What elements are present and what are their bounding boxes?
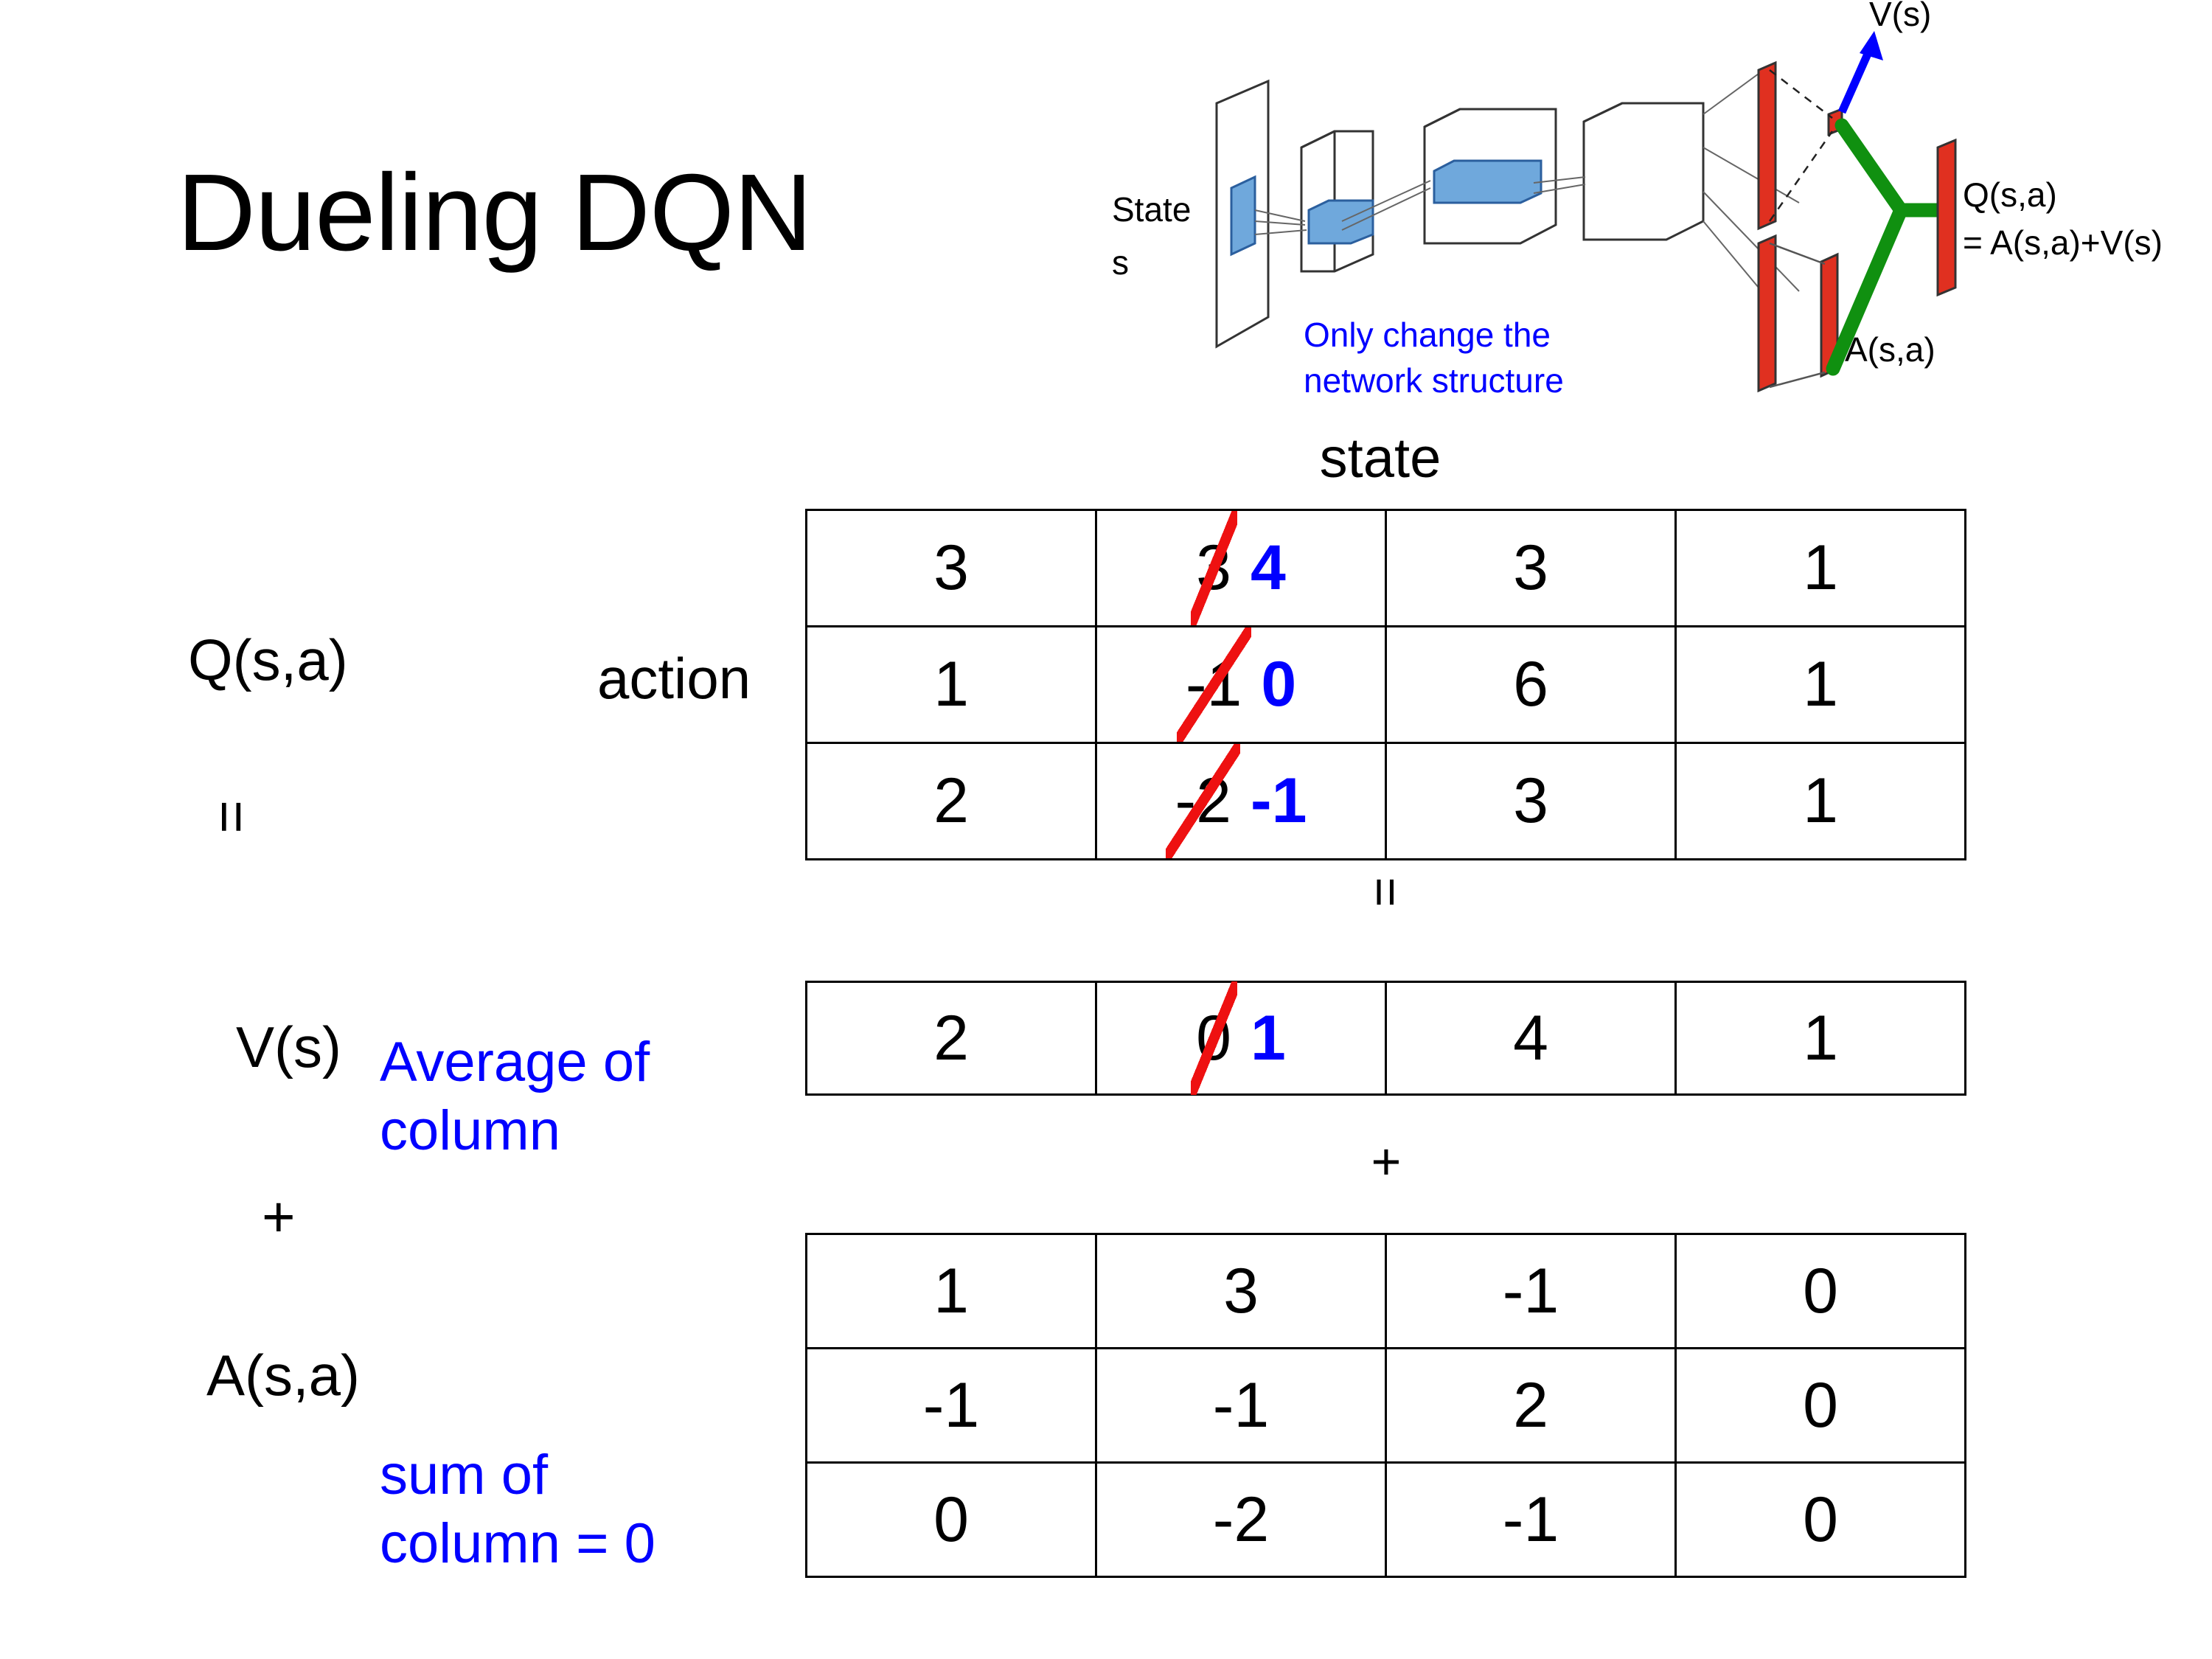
table-cell: 0 bbox=[1674, 1461, 1966, 1578]
struck-out-value: -2 bbox=[1166, 744, 1241, 858]
table-cell: 6 bbox=[1385, 625, 1677, 744]
equals-sign-2: = bbox=[1357, 877, 1415, 908]
table-cell: -2-1 bbox=[1095, 742, 1387, 860]
table-cell: -1 bbox=[1095, 1347, 1387, 1464]
struck-out-value: -1 bbox=[1176, 627, 1252, 742]
diagram-state-label-2: s bbox=[1112, 243, 1129, 282]
table-cell: -2 bbox=[1095, 1461, 1387, 1578]
table-cell: 1 bbox=[1674, 742, 1966, 860]
table-cell: -1 bbox=[1385, 1461, 1677, 1578]
plus-sign-1: + bbox=[262, 1184, 296, 1249]
table-cell: 1 bbox=[1674, 625, 1966, 744]
page-title: Dueling DQN bbox=[177, 152, 813, 274]
corrected-value: 1 bbox=[1251, 1002, 1286, 1074]
table-cell: 3 bbox=[805, 509, 1097, 627]
table-cell: 1 bbox=[1674, 981, 1966, 1096]
q-function-label: Q(s,a) bbox=[188, 627, 348, 692]
edited-cell: -2-1 bbox=[1166, 744, 1307, 858]
struck-out-value: 3 bbox=[1190, 511, 1237, 625]
note-sum-of-column: sum of column = 0 bbox=[380, 1444, 655, 1575]
equals-sign-1: = bbox=[200, 800, 265, 834]
table-cell: 2 bbox=[805, 742, 1097, 860]
table-cell: 2 bbox=[1385, 1347, 1677, 1464]
a-function-label: A(s,a) bbox=[206, 1343, 361, 1408]
corrected-value: -1 bbox=[1251, 765, 1307, 836]
table-cell: 1 bbox=[1674, 509, 1966, 627]
table-cell: 1 bbox=[805, 1233, 1097, 1349]
table-cell: 0 bbox=[805, 1461, 1097, 1578]
table-cell: 3 bbox=[1385, 742, 1677, 860]
table-cell: 3 bbox=[1095, 1233, 1387, 1349]
table-cell: 0 bbox=[1674, 1347, 1966, 1464]
diagram-asa-label: A(s,a) bbox=[1845, 330, 1935, 369]
table-cell: 1 bbox=[805, 625, 1097, 744]
diagram-qsa-label-1: Q(s,a) bbox=[1963, 175, 2057, 214]
diagram-note-line1: Only change the bbox=[1304, 316, 1551, 354]
dueling-network-diagram: V(s) A(s,a) Q(s,a) = A(s,a)+V(s) State s… bbox=[1091, 0, 2212, 406]
table-cell: -1 bbox=[805, 1347, 1097, 1464]
corrected-value: 0 bbox=[1261, 649, 1297, 720]
diagram-state-label-1: State bbox=[1112, 190, 1191, 229]
diagram-qsa-label-2: = A(s,a)+V(s) bbox=[1963, 223, 2163, 262]
struck-out-value: 0 bbox=[1190, 981, 1237, 1096]
state-axis-label: state bbox=[1319, 427, 1441, 490]
plus-sign-2: + bbox=[1371, 1133, 1402, 1190]
v-function-label: V(s) bbox=[236, 1015, 341, 1079]
corrected-value: 4 bbox=[1251, 532, 1286, 603]
table-cell: 0 bbox=[1674, 1233, 1966, 1349]
table-cell: 2 bbox=[805, 981, 1097, 1096]
note-average-of-column: Average of column bbox=[380, 1031, 650, 1162]
diagram-note-line2: network structure bbox=[1304, 361, 1564, 400]
table-cell: 4 bbox=[1385, 981, 1677, 1096]
action-axis-label: action bbox=[597, 646, 751, 711]
table-cell: 3 bbox=[1385, 509, 1677, 627]
diagram-vs-label: V(s) bbox=[1869, 0, 1931, 33]
table-cell: -1 bbox=[1385, 1233, 1677, 1349]
